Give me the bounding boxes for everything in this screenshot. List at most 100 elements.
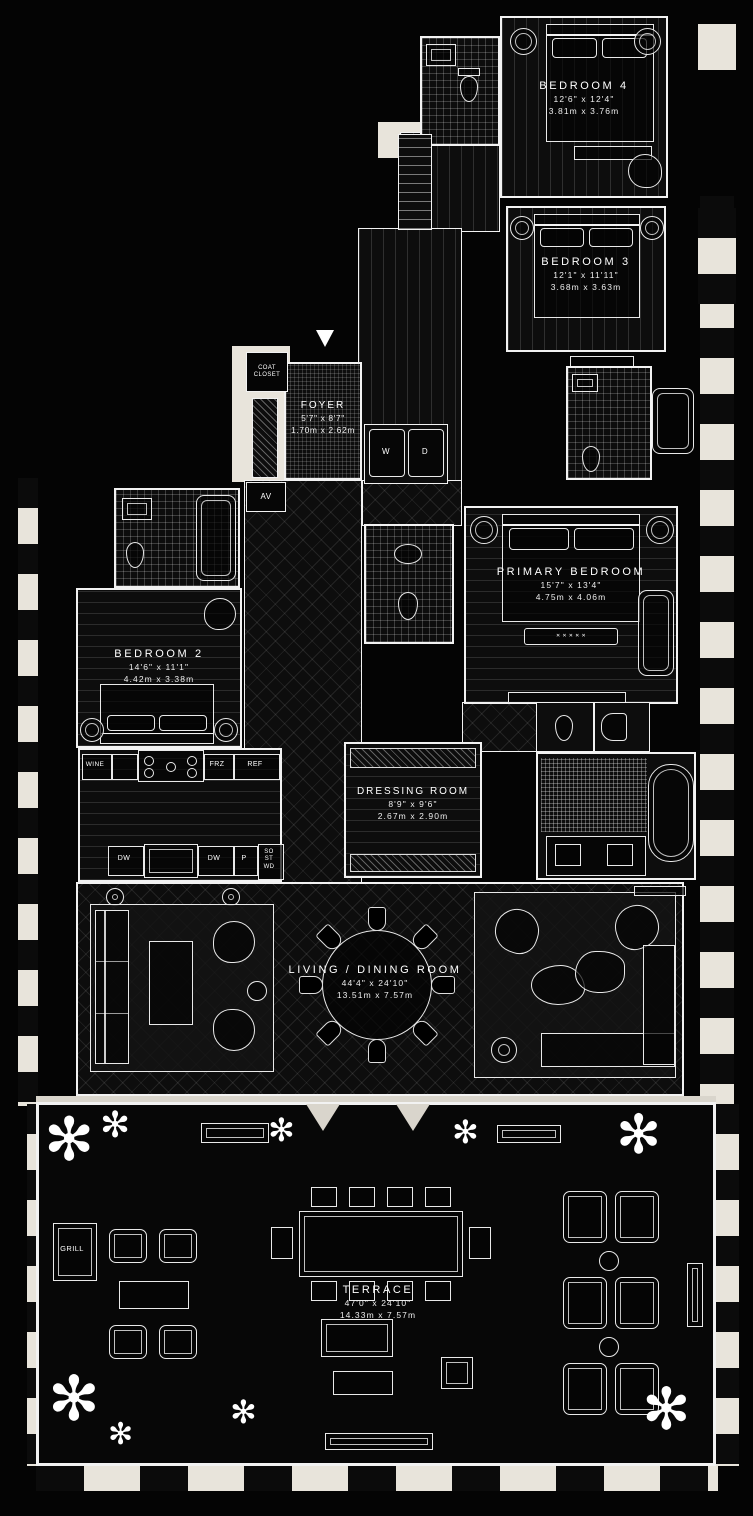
kitchen [78, 748, 284, 882]
outdoor-dining-chair [271, 1227, 293, 1259]
lounge-chair [615, 1191, 659, 1243]
shower-bench [601, 713, 627, 741]
window-notch-right-upper [698, 208, 736, 304]
double-vanity [546, 836, 646, 876]
nightstand [634, 28, 661, 55]
outdoor-dining-table [299, 1211, 463, 1277]
lounge-chair [563, 1277, 607, 1329]
primary-bathroom [536, 752, 696, 880]
sectional-sofa [643, 945, 675, 1065]
console-table [634, 886, 686, 896]
dressing-room [344, 742, 482, 878]
toilet-tank [458, 68, 480, 76]
lounge-chair [615, 1277, 659, 1329]
plant-icon: ✻ [48, 1362, 100, 1435]
pillow [552, 38, 597, 58]
burner-icon [187, 756, 197, 766]
outdoor-dining-chair [387, 1187, 413, 1207]
dishwasher [198, 846, 234, 876]
bathtub [196, 495, 236, 581]
frz-label: FRZ [209, 760, 225, 768]
side-table [247, 981, 267, 1001]
pillow [509, 528, 569, 550]
planter-box [201, 1123, 269, 1143]
counter [112, 754, 138, 780]
outdoor-dining-chair [425, 1187, 451, 1207]
sink [426, 44, 456, 66]
bedroom-3 [506, 206, 666, 352]
dining-chair [299, 976, 323, 994]
plant-icon: ✻ [44, 1105, 95, 1175]
freezer [204, 754, 234, 780]
freestanding-tub [648, 764, 694, 862]
organic-coffee-table [575, 951, 625, 993]
armchair [213, 921, 255, 963]
bed [502, 514, 640, 622]
outdoor-dining-chair [349, 1281, 375, 1301]
coat-closet [246, 352, 288, 392]
armchair [628, 154, 662, 188]
stack-line-so: SO [264, 848, 274, 855]
entry-arrow-icon [316, 330, 334, 347]
outdoor-dining-chair [311, 1187, 337, 1207]
coat-closet-line1: COAT [258, 364, 276, 371]
dryer [408, 429, 444, 477]
mosaic-floor [541, 758, 647, 832]
nightstand [510, 216, 534, 240]
range [138, 750, 204, 782]
linen-closet [398, 134, 432, 230]
burner-icon [144, 768, 154, 778]
pillow [574, 528, 634, 550]
nightstand [510, 28, 537, 55]
burner-icon [187, 768, 197, 778]
outdoor-dining-chair [425, 1281, 451, 1301]
speed-oven-steam-warming-stack [258, 844, 284, 880]
outdoor-sofa [321, 1319, 393, 1357]
coat-closet-line2: CLOSET [253, 372, 281, 378]
stack-line-st: ST [264, 856, 274, 863]
toilet-bowl-icon [582, 446, 600, 472]
plant-icon: ✻ [108, 1417, 134, 1452]
area-rug [90, 904, 274, 1072]
nightstand [214, 718, 238, 742]
nightstand [640, 216, 664, 240]
terrace-door-icon [396, 1104, 430, 1131]
area-rug [474, 892, 676, 1078]
armchair [204, 598, 236, 630]
terrace [36, 1102, 716, 1466]
av-closet-label: AV [260, 492, 272, 501]
planter-box [497, 1125, 561, 1143]
outdoor-coffee-table [333, 1371, 393, 1395]
wine-label: WINE [85, 760, 105, 768]
plant-icon: ✻ [268, 1111, 295, 1149]
sink [572, 374, 598, 392]
lounge-chair [563, 1363, 607, 1415]
dw-left-label: DW [117, 854, 131, 862]
speaker-icon [222, 888, 240, 906]
bedroom-2 [76, 588, 242, 748]
sink [555, 844, 581, 866]
plant-icon: ✻ [452, 1113, 479, 1151]
lounge-chair [563, 1191, 607, 1243]
plant-icon: ✻ [230, 1393, 257, 1431]
outdoor-dining-chair [387, 1281, 413, 1301]
hall-by-laundry [362, 480, 462, 526]
powder-room [364, 524, 454, 644]
terrace-chair [441, 1357, 473, 1389]
window-strip-bottom [36, 1464, 718, 1491]
lounge-chair [615, 1363, 659, 1415]
burner-icon [144, 756, 154, 766]
nightstand [80, 718, 104, 742]
terrace-chair [159, 1325, 197, 1359]
bench [574, 146, 652, 160]
coat-closet-label: COAT CLOSET [246, 356, 288, 388]
pillow [589, 228, 633, 247]
shower [594, 702, 650, 752]
laundry-closet [364, 424, 448, 484]
plant-icon: ✻ [616, 1103, 662, 1166]
appliance-stack-label: SO ST WD [256, 842, 282, 878]
structural-column [252, 398, 278, 478]
outdoor-dining-chair [469, 1227, 491, 1259]
sink [607, 844, 633, 866]
pillow [540, 228, 584, 247]
